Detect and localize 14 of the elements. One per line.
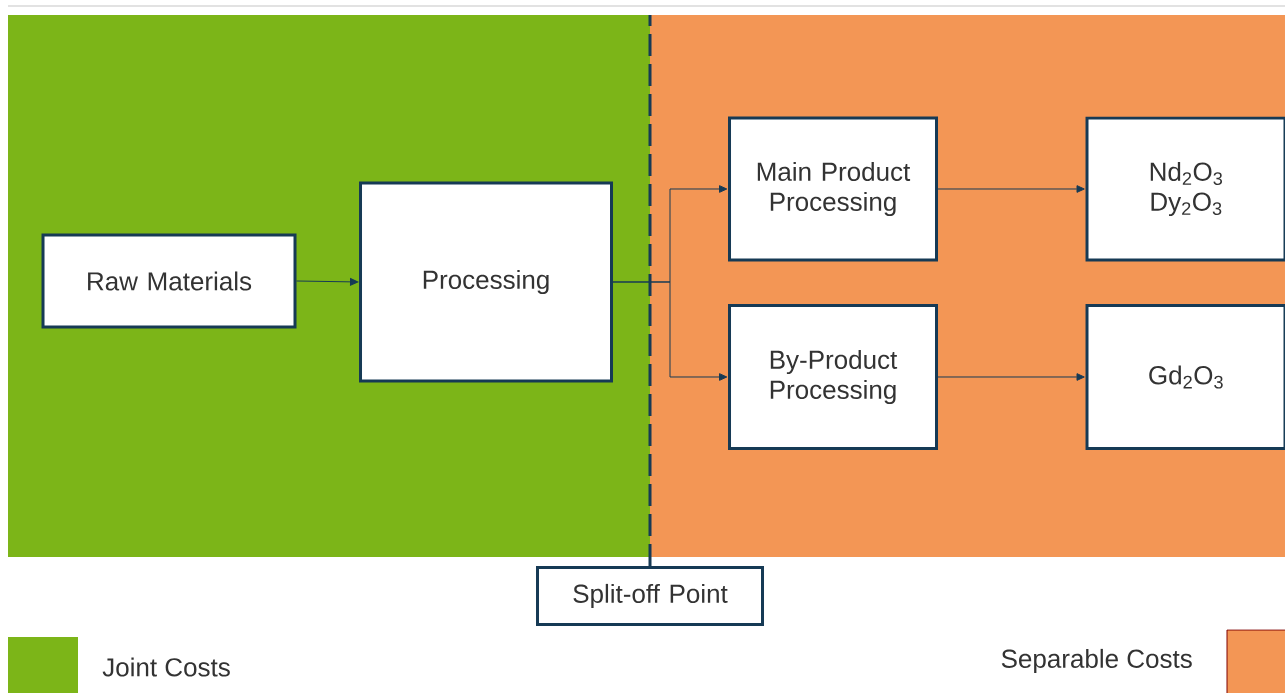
process-box: Processing [359,181,613,383]
split-line [648,15,652,566]
arrow [937,373,1085,381]
process-box: Split-off Point [536,566,764,626]
process-box: By-Product Processing [728,304,938,450]
process-box: Raw Materials [41,233,297,329]
arrow [296,278,359,286]
process-box: Gd$_{2}$O$_{3}$ [1085,304,1285,450]
process-box: Main Product Processing [728,116,938,262]
arrow [612,281,728,381]
legend-label: Joint Costs [102,657,230,677]
legend-label: Separable Costs [1001,648,1192,674]
process-box: Nd$_{2}$O$_{3}$ Dy$_{2}$O$_{3}$ [1085,116,1285,262]
arrow [937,185,1085,193]
